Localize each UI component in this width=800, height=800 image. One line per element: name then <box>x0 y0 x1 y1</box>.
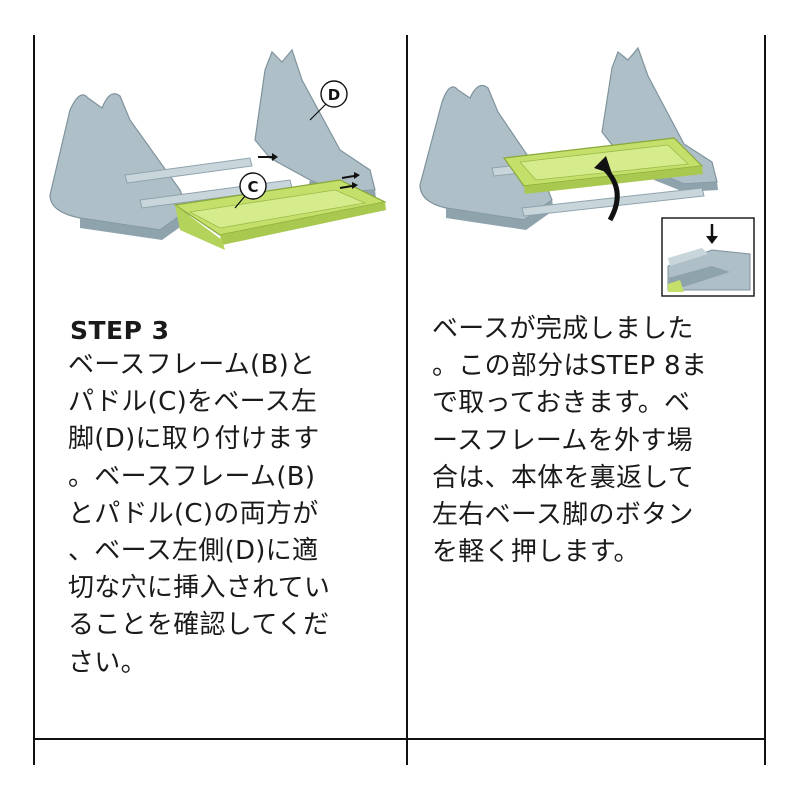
bottom-row-line-right <box>406 738 766 740</box>
left-border-line <box>33 35 35 765</box>
middle-divider-line <box>406 35 408 765</box>
right-border-line <box>764 35 766 765</box>
step3-assembly-illustration: D C <box>49 48 387 250</box>
completed-base-illustration <box>419 46 755 297</box>
base-complete-instructions: ベースが完成しました 。この部分はSTEP 8ま で取っておきます。ベ ースフレ… <box>432 314 708 568</box>
callout-c-label: C <box>247 178 258 196</box>
step3-instructions: ベースフレーム(B)と パドル(C)をベース左 脚(D)に取り付けます 。ベース… <box>68 350 331 678</box>
bottom-row-line-left <box>33 738 408 740</box>
callout-d-label: D <box>328 86 340 104</box>
step-title: STEP 3 <box>70 316 170 345</box>
